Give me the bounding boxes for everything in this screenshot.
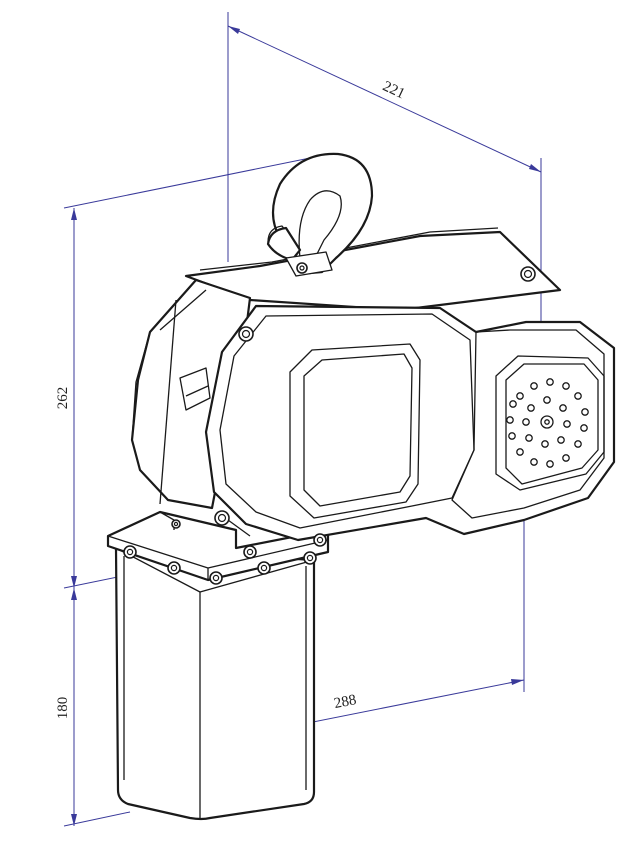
bolts [123, 266, 536, 585]
bolt-front-top [238, 326, 254, 342]
bolt-top-right [520, 266, 536, 282]
bolt-bracket-6 [303, 551, 317, 565]
dimension-288-label: 288 [333, 692, 358, 712]
hook [266, 152, 374, 277]
bolt-bracket-1 [123, 545, 137, 559]
bolt-front-bottom [214, 510, 230, 526]
vent-grille [506, 378, 589, 468]
chain-container [114, 546, 316, 821]
bolt-bracket-8 [171, 519, 181, 529]
bolt-bracket-5 [257, 561, 271, 575]
dimension-180: 180 [55, 588, 131, 827]
dimension-180-label: 180 [55, 697, 71, 720]
bolt-bracket-7 [313, 533, 327, 547]
bolt-bracket-2 [167, 561, 181, 575]
bolt-bracket-4 [243, 545, 257, 559]
dimension-221: 221 [227, 12, 542, 355]
dimension-262-label: 262 [55, 387, 71, 410]
hoist-body [130, 227, 616, 542]
bolt-bracket-3 [209, 571, 223, 585]
